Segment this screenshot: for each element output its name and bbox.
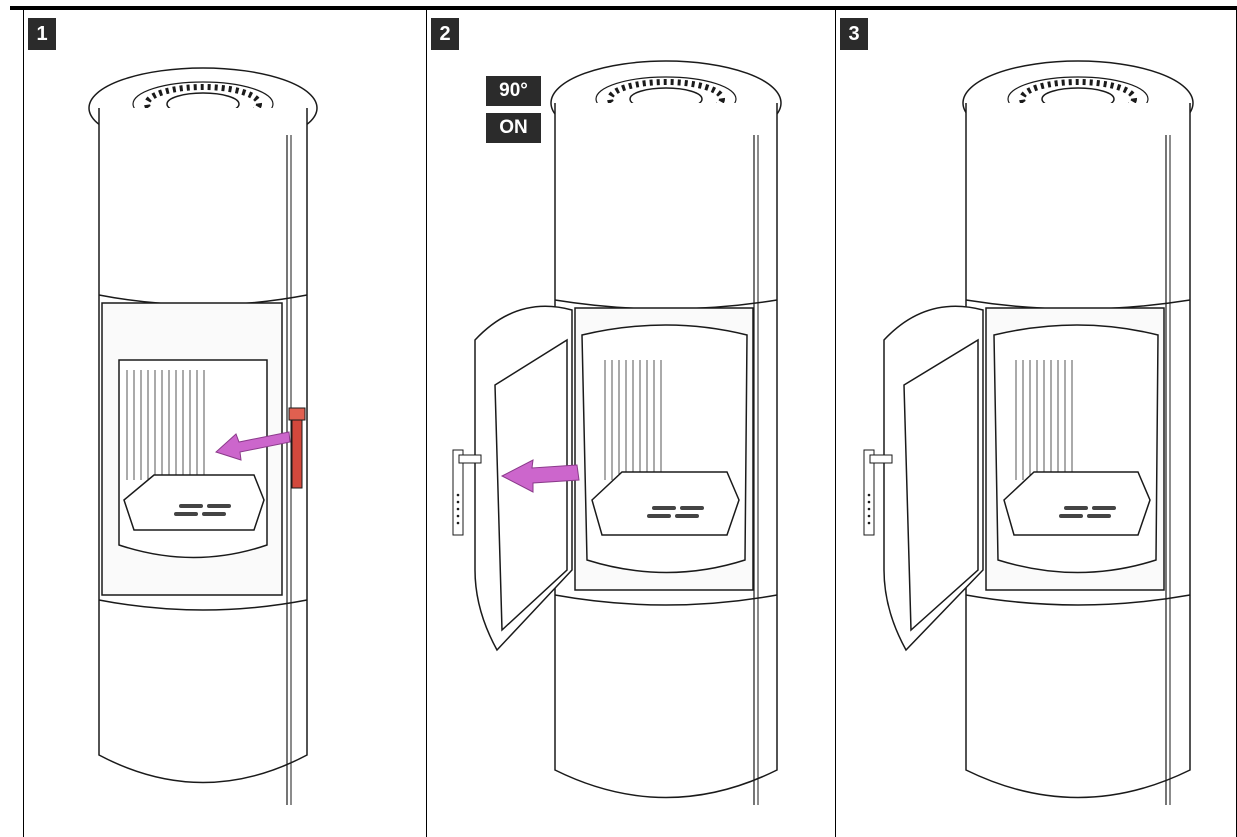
step-number-badge: 2	[431, 18, 459, 50]
step-panel-2: 2 90° ON	[427, 10, 836, 837]
angle-tag: 90°	[486, 76, 541, 106]
step-number-badge: 3	[840, 18, 868, 50]
door-handle-icon	[288, 407, 306, 489]
stove-closed-illustration	[88, 67, 318, 805]
state-tag: ON	[486, 113, 541, 143]
stove-door-open-illustration	[863, 60, 1194, 805]
step-number-badge: 1	[28, 18, 56, 50]
step-panel-3: 3	[836, 10, 1237, 837]
step-panel-1: 1	[23, 10, 427, 837]
arrow-left-icon	[500, 459, 580, 493]
door-handle-icon	[863, 449, 893, 536]
arrow-left-icon	[215, 431, 291, 461]
door-handle-icon	[452, 449, 482, 536]
stove-door-open-illustration	[452, 60, 782, 805]
top-rule	[10, 6, 1237, 10]
